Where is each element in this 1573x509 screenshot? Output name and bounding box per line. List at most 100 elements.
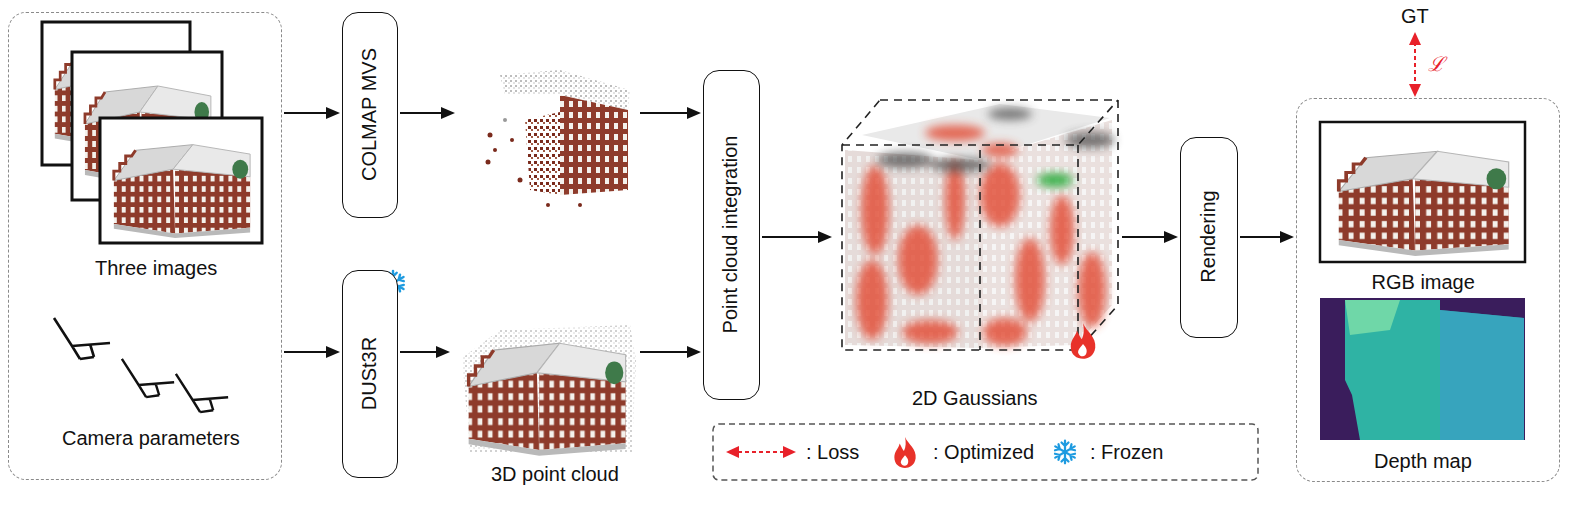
node-label: Three images — [95, 257, 217, 280]
connector-line — [400, 351, 438, 353]
depth-output — [1345, 300, 1400, 335]
node-label: COLMAP MVS — [358, 48, 381, 181]
gaussian-cube — [856, 125, 1106, 346]
sparse-point-cloud — [546, 203, 550, 207]
legend-frame — [713, 424, 1258, 480]
dashed-group: RGB imageDepth map — [1296, 98, 1560, 482]
gaussian-cube — [1015, 238, 1045, 322]
gaussian-cube — [988, 108, 1032, 120]
gaussian-cube — [1050, 195, 1074, 265]
sparse-point-cloud — [525, 112, 560, 195]
gaussian-cube — [978, 120, 1112, 348]
connector — [284, 107, 340, 119]
process-box: COLMAP MVS — [342, 12, 398, 218]
legend-frame — [1054, 441, 1077, 464]
annotation: 3D point cloud — [491, 463, 619, 486]
camera-icons — [122, 359, 174, 397]
depth-output — [1320, 298, 1525, 440]
connector — [762, 231, 1178, 243]
gaussian-cube — [1078, 252, 1106, 328]
connector-line — [284, 112, 328, 114]
legend-label: : Loss — [806, 441, 859, 464]
sparse-point-cloud — [486, 160, 491, 165]
gaussian-cube — [877, 152, 933, 168]
input-images — [100, 118, 262, 243]
gaussian-cube — [842, 100, 1118, 359]
legend-frame — [894, 437, 915, 468]
connector-line — [1122, 236, 1166, 238]
legend-label: : Optimized — [933, 441, 1034, 464]
camera-icons — [54, 318, 110, 359]
rgb-output — [1320, 122, 1525, 262]
annotation: 2D Gaussians — [912, 387, 1038, 410]
arrowhead — [326, 107, 340, 119]
connector — [400, 107, 701, 119]
gaussian-cube — [945, 160, 965, 240]
gaussian-cube — [842, 100, 1118, 350]
connector — [400, 346, 701, 358]
sparse-point-cloud — [488, 133, 493, 138]
gaussian-cube — [845, 150, 978, 348]
rgb-output — [1320, 122, 1525, 262]
legend-frame — [713, 424, 1258, 480]
sparse-point-cloud — [578, 203, 582, 207]
connector-line — [400, 112, 443, 114]
legend-frame — [726, 446, 739, 458]
process-box: Rendering — [1180, 137, 1238, 338]
arrowhead — [818, 231, 832, 243]
arrowhead — [687, 346, 701, 358]
loss-arrow — [1414, 42, 1416, 86]
legend-label: : Frozen — [1090, 441, 1163, 464]
sparse-point-cloud — [493, 148, 497, 152]
connector-line — [284, 351, 328, 353]
gaussian-cube — [980, 163, 1020, 227]
gaussian-cube — [930, 158, 990, 172]
depth-output — [1440, 310, 1524, 440]
arrowhead — [326, 346, 340, 358]
dense-point-cloud — [469, 343, 626, 455]
connector-line — [762, 236, 820, 238]
node-label: RGB image — [1372, 271, 1475, 294]
annotation: ℒ — [1428, 53, 1445, 76]
node-label: DUSt3R — [358, 337, 381, 410]
dashed-group: Three imagesCamera parameters — [8, 12, 282, 480]
legend-frame — [783, 446, 796, 458]
depth-output — [1345, 300, 1524, 440]
gaussian-cube — [978, 120, 1112, 348]
loss-arrow — [1409, 84, 1421, 97]
camera-icons — [176, 374, 228, 412]
legend-frame — [738, 451, 784, 453]
connector-line — [1240, 236, 1282, 238]
arrowhead — [436, 346, 450, 358]
node-label: Depth map — [1374, 450, 1472, 473]
process-box: DUSt3R — [342, 270, 398, 478]
gaussian-cube — [898, 225, 938, 295]
gaussian-cube — [1037, 173, 1073, 187]
arrowhead — [441, 107, 455, 119]
sparse-point-cloud — [503, 118, 507, 122]
annotation: GT — [1401, 5, 1429, 28]
input-images — [114, 145, 250, 238]
connector — [284, 346, 340, 358]
gaussian-cube — [983, 318, 1027, 346]
gaussian-cube — [861, 165, 889, 255]
node-label: Rendering — [1197, 191, 1220, 283]
sparse-point-cloud — [560, 95, 628, 195]
loss-arrow — [1409, 32, 1421, 97]
node-label: Point cloud integration — [719, 135, 742, 333]
gaussian-cube — [1071, 323, 1096, 359]
connector-line — [640, 351, 689, 353]
loss-arrow — [1409, 32, 1421, 45]
gaussian-cube — [902, 320, 958, 344]
rgb-output — [1339, 151, 1509, 256]
connector-line — [640, 112, 689, 114]
arrowhead — [1280, 231, 1294, 243]
sparse-point-cloud — [518, 178, 523, 183]
camera-icons — [54, 318, 228, 412]
input-images — [42, 22, 262, 243]
process-box: Point cloud integration — [703, 70, 760, 400]
arrowhead — [687, 107, 701, 119]
gaussian-cube — [845, 150, 978, 348]
dense-point-cloud — [462, 325, 636, 456]
gaussian-cube — [925, 125, 985, 141]
